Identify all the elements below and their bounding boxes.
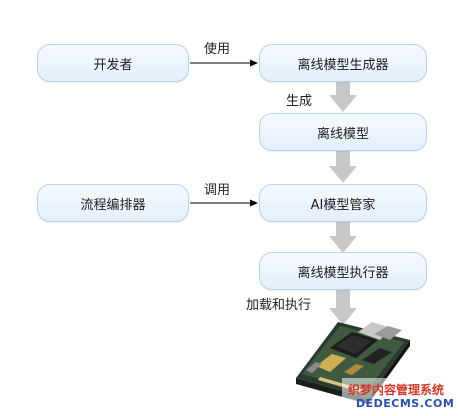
edge-label-use: 使用 xyxy=(204,42,231,57)
arrow-model-to-manager xyxy=(329,150,357,183)
node-offline-model-executor: 离线模型执行器 xyxy=(259,252,427,290)
watermark-line-2: DEDECMS.COM xyxy=(356,397,455,410)
watermark-line-1: 织梦内容管理系统 xyxy=(348,383,445,397)
node-ai-model-manager: AI模型管家 xyxy=(259,184,427,222)
edge-use-arrowhead xyxy=(250,59,258,67)
arrow-generator-to-model xyxy=(329,82,357,112)
watermark-backdrop xyxy=(342,378,460,416)
arrow-executor-to-board xyxy=(329,288,357,325)
node-process-orchestrator: 流程编排器 xyxy=(37,184,189,222)
edge-label-generate: 生成 xyxy=(286,94,313,109)
node-offline-model: 离线模型 xyxy=(259,113,427,151)
edge-invoke-arrowhead xyxy=(250,199,258,207)
arrow-manager-to-executor xyxy=(329,221,357,253)
edge-label-load-execute: 加载和执行 xyxy=(246,298,312,313)
node-developer: 开发者 xyxy=(37,44,189,82)
edge-label-invoke: 调用 xyxy=(204,183,231,198)
node-offline-model-generator: 离线模型生成器 xyxy=(259,44,427,82)
